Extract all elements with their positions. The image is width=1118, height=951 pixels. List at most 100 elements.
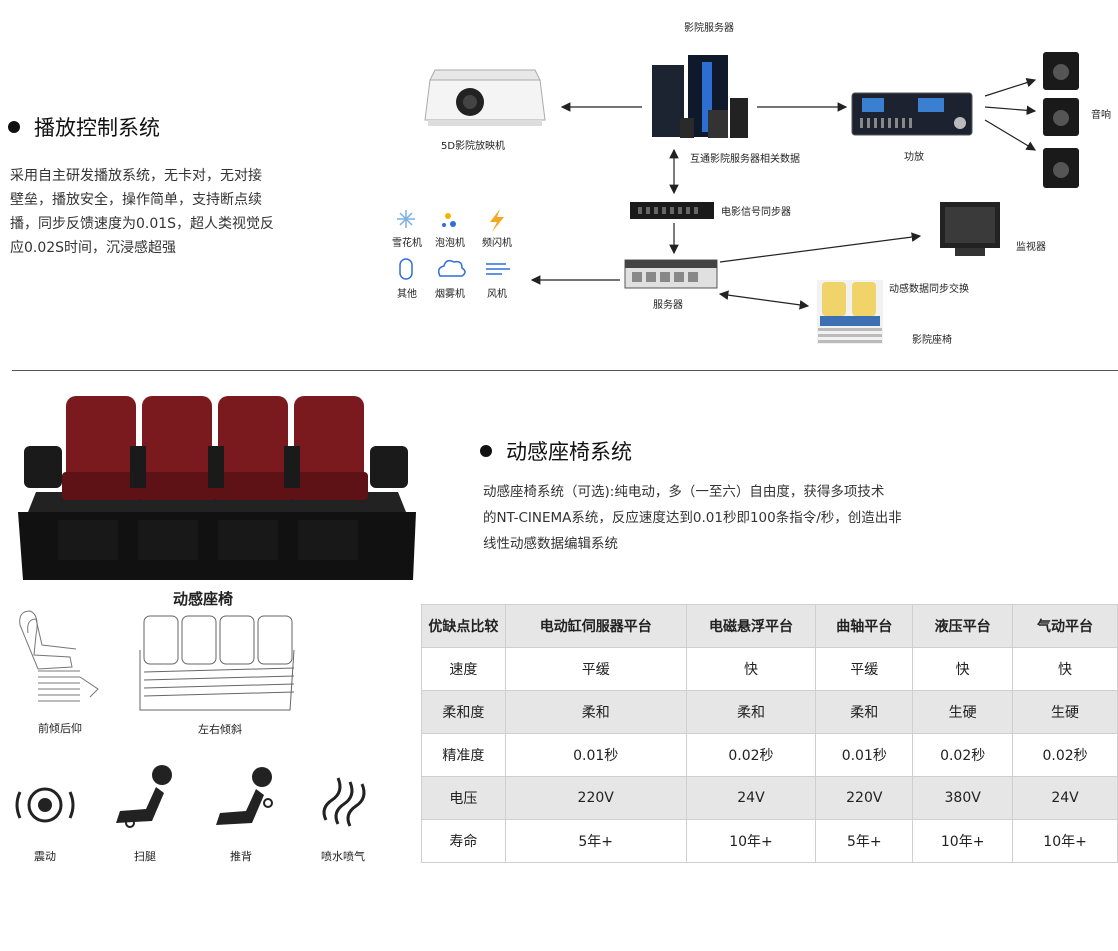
projector-icon (424, 69, 546, 126)
playback-description: 采用自主研发播放系统，无卡对，无对接 壁垒，播放安全，操作简单，支持断点续 播，… (10, 164, 300, 260)
motion-seat-photo (18, 396, 416, 580)
arrow (718, 290, 810, 310)
cinema-seat-icon (817, 280, 883, 344)
effect-label: 烟雾机 (435, 289, 465, 300)
row-label: 寿命 (421, 819, 506, 863)
vibration-icon (15, 787, 75, 823)
signal-sync-icon (630, 202, 714, 219)
motion-heading: 动感座椅系统 (480, 436, 632, 466)
row-label: 精准度 (421, 733, 506, 777)
table-cell: 10年+ (1012, 819, 1118, 863)
arrow (984, 105, 1037, 116)
table-cell: 柔和 (815, 690, 914, 734)
desc-line: 线性动感数据编辑系统 (483, 536, 618, 552)
table-cell: 快 (912, 647, 1014, 691)
section-divider (12, 370, 1118, 371)
table-cell: 24V (1012, 776, 1118, 820)
table-cell: 平缓 (504, 647, 687, 691)
effect-label: 风机 (487, 289, 507, 300)
effect-label: 推背 (230, 850, 252, 863)
snow-machine-icon (397, 210, 415, 228)
bubble-machine-icon (442, 213, 456, 227)
desc-line: 应0.02S时间，沉浸感超强 (10, 240, 177, 256)
desc-line: 壁垒，播放安全，操作简单，支持断点续 (10, 192, 262, 208)
bullet-icon (8, 121, 20, 133)
table-cell: 0.01秒 (504, 733, 687, 777)
row-label: 速度 (421, 647, 506, 691)
cinema-server-icon (652, 55, 748, 138)
desc-line: 采用自主研发播放系统，无卡对，无对接 (10, 168, 262, 184)
speaker-label: 音响 (1091, 110, 1111, 121)
table-cell: 380V (912, 776, 1014, 820)
platform-comparison-table: 优缺点比较 电动缸伺服器平台 电磁悬浮平台 曲轴平台 液压平台 气动平台 速度 … (421, 604, 1118, 863)
table-cell: 0.02秒 (685, 733, 817, 777)
table-row: 速度 平缓 快 平缓 快 快 (421, 647, 1118, 691)
table-cell: 220V (504, 776, 687, 820)
fan-icon (486, 263, 510, 275)
rack-server-icon (624, 259, 718, 289)
motion-title: 动感座椅系统 (506, 440, 632, 464)
water-air-spray-icon (322, 777, 366, 827)
row-label: 电压 (421, 776, 506, 820)
table-cell: 柔和 (504, 690, 687, 734)
left-right-tilt-sketch (139, 615, 295, 711)
other-icon (399, 258, 413, 280)
playback-heading: 播放控制系统 (8, 112, 160, 142)
table-row: 电压 220V 24V 220V 380V 24V (421, 776, 1118, 820)
table-cell: 0.02秒 (912, 733, 1014, 777)
table-header: 曲轴平台 (815, 604, 914, 648)
seat-caption: 动感座椅 (173, 590, 234, 608)
table-cell: 快 (1012, 647, 1118, 691)
smoke-machine-icon (437, 259, 466, 277)
tilt-front-back-label: 前倾后仰 (38, 722, 82, 735)
arrow (984, 119, 1037, 151)
table-cell: 5年+ (815, 819, 914, 863)
table-cell: 柔和 (685, 690, 817, 734)
motion-sync-label: 动感数据同步交换 (889, 284, 969, 295)
row-label: 柔和度 (421, 690, 506, 734)
front-back-tilt-sketch (19, 610, 99, 702)
rack-server-label: 服务器 (653, 300, 683, 311)
cinema-server-title: 影院服务器 (684, 23, 734, 34)
bullet-icon (480, 445, 492, 457)
tilt-left-right-label: 左右倾斜 (198, 723, 242, 736)
table-cell: 10年+ (912, 819, 1014, 863)
effect-label: 频闪机 (482, 238, 512, 249)
amplifier-label: 功放 (904, 152, 924, 163)
table-row: 柔和度 柔和 柔和 柔和 生硬 生硬 (421, 690, 1118, 734)
table-header-row: 优缺点比较 电动缸伺服器平台 电磁悬浮平台 曲轴平台 液压平台 气动平台 (421, 604, 1118, 648)
table-cell: 10年+ (685, 819, 817, 863)
back-push-icon (216, 767, 273, 825)
table-header: 电磁悬浮平台 (685, 604, 817, 648)
effect-label: 扫腿 (134, 850, 156, 863)
table-cell: 生硬 (912, 690, 1014, 734)
effect-label: 泡泡机 (435, 238, 465, 249)
strobe-icon (490, 209, 504, 232)
arrow (984, 77, 1037, 97)
signal-sync-label: 电影信号同步器 (721, 207, 791, 218)
projector-label: 5D影院放映机 (441, 141, 506, 152)
table-header: 液压平台 (912, 604, 1014, 648)
desc-line: 动感座椅系统（可选):纯电动，多（一至六）自由度，获得多项技术 (483, 484, 885, 500)
motion-description: 动感座椅系统（可选):纯电动，多（一至六）自由度，获得多项技术 的NT-CINE… (483, 479, 943, 557)
cinema-seat-label: 影院座椅 (912, 335, 952, 346)
table-row: 精准度 0.01秒 0.02秒 0.01秒 0.02秒 0.02秒 (421, 733, 1118, 777)
interconnect-label: 互通影院服务器相关数据 (690, 154, 800, 165)
table-cell: 快 (685, 647, 817, 691)
table-cell: 220V (815, 776, 914, 820)
effect-label: 震动 (34, 850, 56, 863)
monitor-label: 监视器 (1016, 242, 1046, 253)
effect-label: 其他 (397, 289, 417, 300)
effect-label: 雪花机 (392, 238, 422, 249)
table-cell: 0.01秒 (815, 733, 914, 777)
desc-line: 的NT-CINEMA系统，反应速度达到0.01秒即100条指令/秒，创造出非 (483, 510, 902, 526)
speaker-icon (1043, 148, 1079, 188)
table-header: 电动缸伺服器平台 (504, 604, 687, 648)
effect-label: 喷水喷气 (321, 850, 365, 863)
system-diagram (397, 52, 1079, 344)
table-cell: 24V (685, 776, 817, 820)
speaker-icon (1043, 98, 1079, 136)
leg-sweep-icon (116, 765, 172, 828)
speaker-icon (1043, 52, 1079, 90)
table-header: 气动平台 (1012, 604, 1118, 648)
